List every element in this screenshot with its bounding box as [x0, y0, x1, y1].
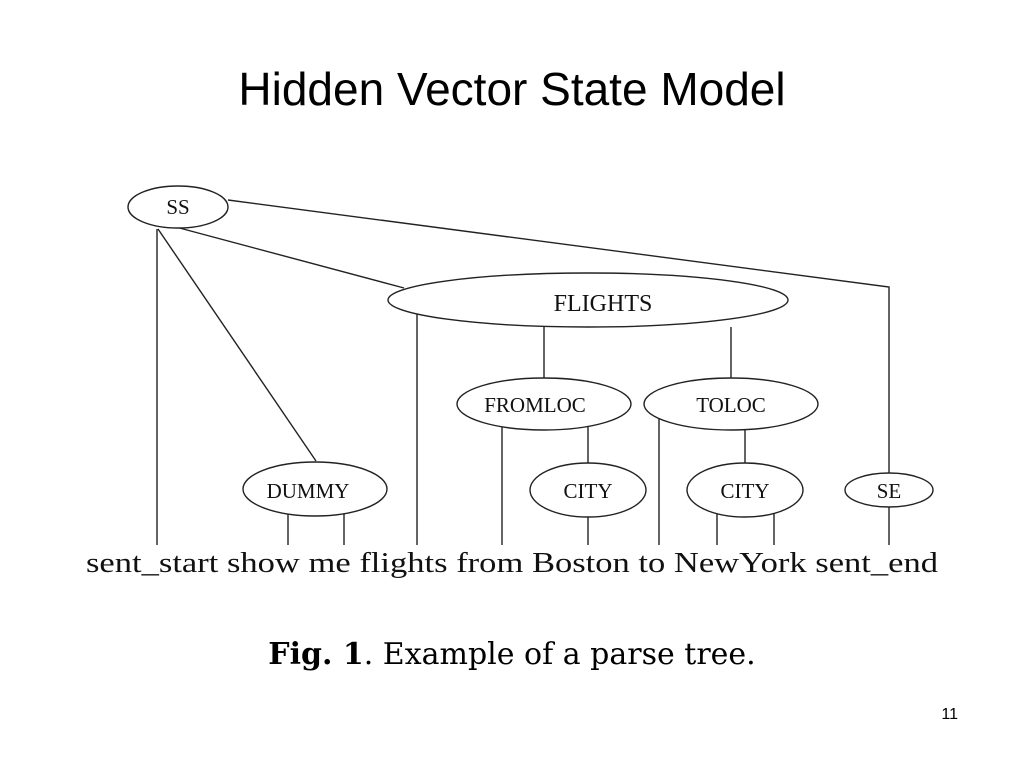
node-dummy: DUMMY [242, 461, 388, 517]
node-fromloc-label: FROMLOC [484, 393, 586, 417]
node-ss-label: SS [166, 195, 189, 219]
parse-sentence: sent_start show me flights from Boston t… [86, 547, 939, 579]
node-se: SE [844, 472, 934, 508]
edge-ss-dummy [157, 228, 317, 462]
tree-edges [156, 199, 890, 545]
figure-caption-text: . Example of a parse tree. [363, 637, 756, 672]
figure-caption-label: Fig. 1 [268, 637, 364, 672]
figure-caption: Fig. 1. Example of a parse tree. [0, 637, 1024, 672]
node-flights-label: FLIGHTS [554, 291, 653, 317]
node-ss: SS [127, 185, 229, 229]
page-number: 11 [941, 706, 958, 723]
node-flights: FLIGHTS [387, 272, 789, 328]
edge-ss-flights [171, 225, 405, 289]
node-city-to: CITY [686, 462, 804, 518]
node-city-from-label: CITY [564, 479, 613, 503]
node-se-label: SE [877, 479, 902, 503]
node-dummy-label: DUMMY [267, 479, 350, 503]
slide-title: Hidden Vector State Model [238, 63, 786, 115]
node-toloc: TOLOC [643, 377, 819, 431]
node-city-to-label: CITY [721, 479, 770, 503]
node-city-from: CITY [529, 462, 647, 518]
edge-ss-se [227, 199, 890, 474]
node-fromloc: FROMLOC [456, 377, 632, 431]
node-toloc-label: TOLOC [696, 393, 766, 417]
